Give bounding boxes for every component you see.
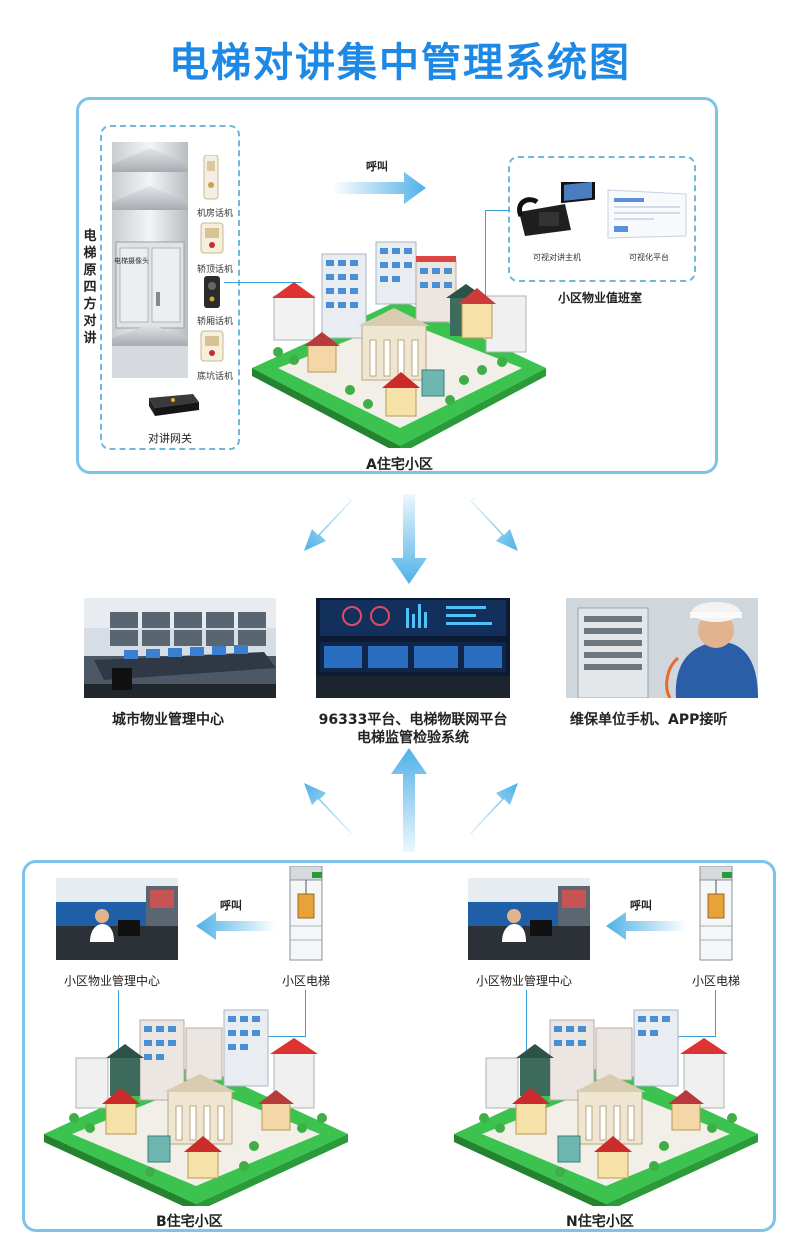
n-elevator-label: 小区电梯 — [692, 974, 741, 988]
camera-label: 电梯摄像头 — [114, 257, 149, 265]
n-center-photo — [468, 878, 590, 960]
platform-label-line1: 96333平台、电梯物联网平台 — [318, 712, 508, 728]
phone-label: 可视对讲主机 — [533, 253, 581, 262]
maintenance-photo — [566, 598, 758, 698]
arrow-a-to-maintenance — [470, 495, 520, 553]
b-center-label: 小区物业管理中心 — [64, 974, 161, 988]
n-line-center — [526, 990, 527, 1058]
visual-platform-icon — [606, 188, 688, 240]
community-n-illustration — [450, 1006, 760, 1206]
duty-room-line-h — [485, 210, 510, 211]
car-phone-icon — [203, 275, 221, 309]
device-label-car-top: 轿顶话机 — [197, 265, 234, 275]
gateway-label: 对讲网关 — [148, 432, 192, 445]
n-elevator-icon — [696, 866, 736, 964]
maintenance-label: 维保单位手机、APP接听 — [570, 712, 728, 728]
n-call-arrow — [606, 912, 686, 940]
community-b-illustration — [40, 1006, 350, 1206]
n-line-elevator-v — [715, 990, 716, 1036]
platform-label-line2: 电梯监管检验系统 — [357, 730, 469, 746]
connector-line — [224, 282, 302, 283]
arrow-a-to-platform — [391, 494, 427, 584]
platform-photo — [316, 598, 510, 698]
community-b-label: B住宅小区 — [156, 1214, 223, 1230]
community-a-illustration — [250, 240, 548, 448]
intercom-gateway-icon — [143, 392, 199, 418]
device-label-car: 轿厢话机 — [197, 317, 234, 327]
community-n-label: N住宅小区 — [566, 1214, 634, 1230]
b-call-arrow — [196, 912, 276, 940]
duty-room-label: 小区物业值班室 — [558, 291, 643, 305]
machine-room-phone-icon — [202, 155, 220, 201]
arrow-a-to-city — [302, 495, 352, 553]
b-elevator-label: 小区电梯 — [282, 974, 331, 988]
city-center-photo — [84, 598, 276, 698]
call-arrow-a — [332, 172, 426, 204]
b-line-center — [118, 990, 119, 1058]
b-center-photo — [56, 878, 178, 960]
b-line-elevator-v — [305, 990, 306, 1036]
duty-room-line-v — [485, 210, 486, 300]
b-line-elevator-h — [262, 1036, 306, 1037]
page-title: 电梯对讲集中管理系统图 — [169, 40, 631, 86]
city-center-label: 城市物业管理中心 — [112, 712, 224, 728]
elevator-shaft-illustration — [112, 142, 188, 378]
b-elevator-icon — [286, 866, 326, 964]
arrow-n-to-maintenance — [470, 781, 520, 839]
elevator-intercom-group — [100, 125, 240, 450]
elevator-group-label: 电梯原四方对讲 — [83, 229, 97, 346]
n-call-label: 呼叫 — [630, 899, 652, 912]
call-label-a: 呼叫 — [366, 160, 388, 173]
community-a-label: A住宅小区 — [366, 457, 433, 473]
device-label-machine-room: 机房话机 — [197, 209, 234, 219]
device-label-pit: 底坑话机 — [197, 372, 234, 382]
arrow-to-platform-up — [391, 748, 427, 852]
platform-label: 可视化平台 — [629, 253, 669, 262]
car-top-phone-icon — [200, 222, 224, 254]
video-phone-icon — [515, 182, 599, 238]
pit-phone-icon — [200, 330, 224, 362]
arrow-b-to-city — [302, 781, 352, 839]
b-call-label: 呼叫 — [220, 899, 242, 912]
n-center-label: 小区物业管理中心 — [476, 974, 573, 988]
duty-room-group — [508, 156, 696, 282]
n-line-elevator-h — [674, 1036, 716, 1037]
